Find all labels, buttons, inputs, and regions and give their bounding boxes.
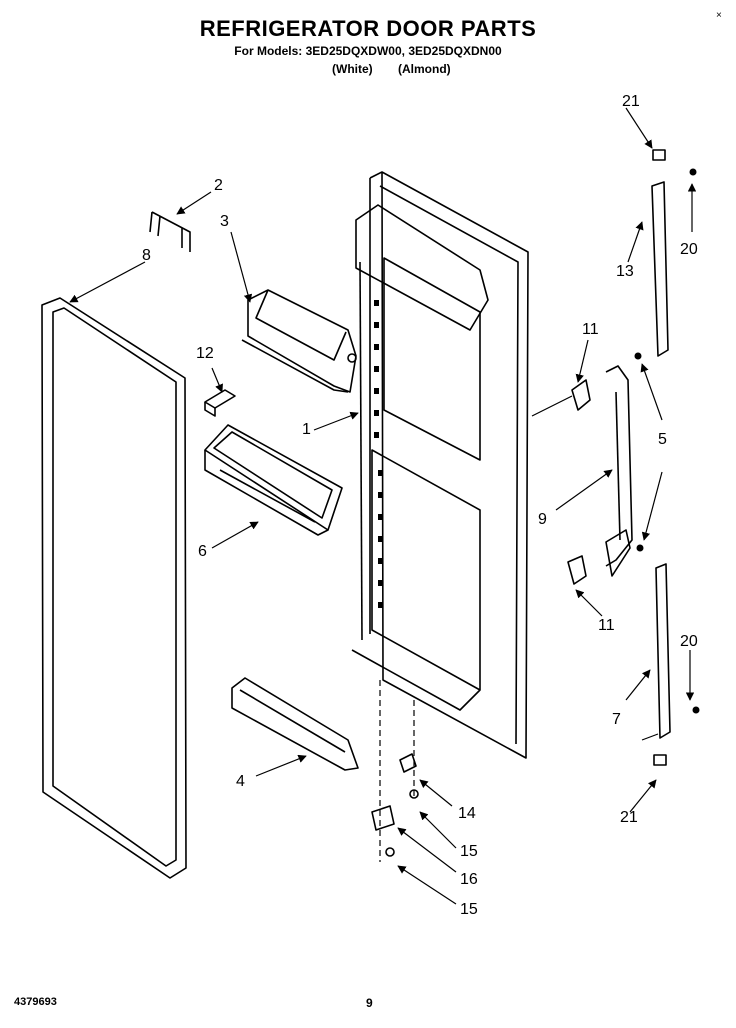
- door-gasket: [41, 297, 187, 879]
- door-handle: [605, 365, 633, 577]
- callout-6: 6: [198, 543, 207, 560]
- callout-5: 5: [658, 431, 667, 448]
- callout-3: 3: [220, 213, 229, 230]
- callout-21-lower: 21: [620, 809, 638, 826]
- callout-13: 13: [616, 263, 634, 280]
- small-bracket: [204, 389, 236, 417]
- hinge-hardware: [371, 753, 419, 857]
- reference-lines: [531, 395, 659, 741]
- callout-4: 4: [236, 773, 245, 790]
- handle-bracket-upper: [571, 379, 591, 411]
- color-legend: (White) (Almond): [332, 62, 473, 76]
- callout-numbers: 1 2 3 4 5 6 7 8 9 11 11 12 13 14 15 16 1…: [142, 93, 698, 918]
- callout-20-lower: 20: [680, 633, 698, 650]
- corner-mark: ×: [716, 10, 722, 21]
- alignment-lines: [379, 680, 415, 862]
- shelf-holes: [374, 300, 383, 608]
- callout-21-upper: 21: [622, 93, 640, 110]
- clip-part: [149, 211, 191, 252]
- leader-lines: [69, 107, 697, 905]
- callout-15-upper: 15: [460, 843, 478, 860]
- callout-15-lower: 15: [460, 901, 478, 918]
- model-list: For Models: 3ED25DQXDW00, 3ED25DQXDN00: [234, 44, 502, 58]
- handle-bracket-lower: [567, 555, 587, 585]
- callout-2: 2: [214, 177, 223, 194]
- callout-8: 8: [142, 247, 151, 264]
- dairy-door: [241, 289, 357, 393]
- color-almond: (Almond): [398, 62, 451, 76]
- callout-11-upper: 11: [582, 321, 599, 338]
- callout-14: 14: [458, 805, 476, 822]
- callout-7: 7: [612, 711, 621, 728]
- page-title: REFRIGERATOR DOOR PARTS: [199, 16, 537, 41]
- callout-12: 12: [196, 345, 214, 362]
- door-bin: [204, 424, 343, 536]
- callout-20-upper: 20: [680, 241, 698, 258]
- door-liner: [351, 171, 529, 759]
- screws: [634, 168, 700, 714]
- callout-1: 1: [302, 421, 311, 438]
- color-white: (White): [332, 62, 373, 76]
- part-number: 4379693: [14, 996, 57, 1008]
- callout-11-lower: 11: [598, 617, 615, 634]
- bottom-bin: [231, 677, 359, 771]
- lower-trim: [653, 563, 671, 766]
- callout-16: 16: [460, 871, 478, 888]
- callout-9: 9: [538, 511, 547, 528]
- page-number: 9: [366, 996, 373, 1010]
- upper-trim: [651, 149, 669, 357]
